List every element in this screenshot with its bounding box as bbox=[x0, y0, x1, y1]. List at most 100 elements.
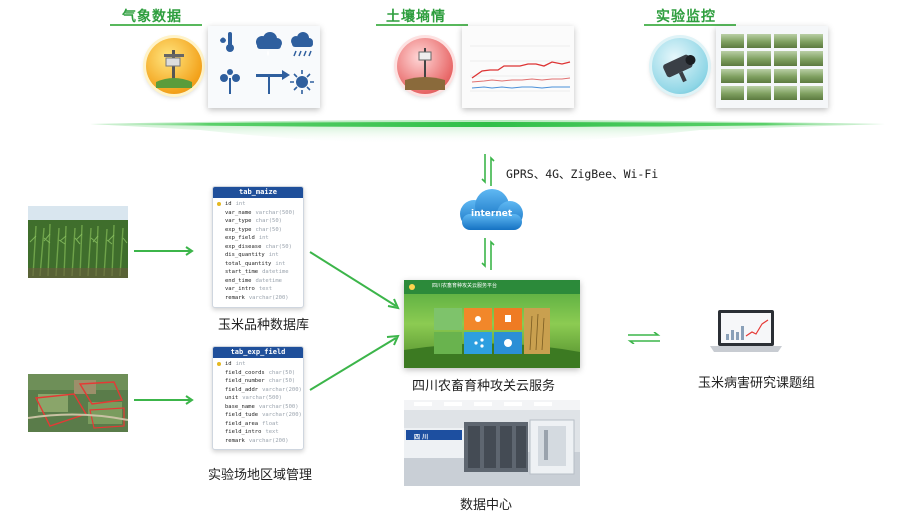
research-group-label: 玉米病害研究课题组 bbox=[698, 376, 816, 391]
field-to-db-arrow bbox=[134, 395, 194, 405]
network-protocols-label: GPRS、4G、ZigBee、Wi-Fi bbox=[506, 167, 659, 181]
cloud-service-label: 四川农畜育种攻关云服务 bbox=[412, 379, 556, 394]
camera-feed-thumb bbox=[799, 51, 823, 66]
camera-feed-thumb bbox=[721, 68, 745, 83]
field-name: field_area bbox=[225, 420, 259, 427]
field-name: end_time bbox=[225, 277, 252, 284]
field-name: field_intro bbox=[225, 429, 262, 435]
wind-direction-icon bbox=[256, 70, 290, 94]
field-type: int bbox=[275, 260, 286, 267]
field-type: varchar(500) bbox=[242, 395, 282, 401]
field-type: float bbox=[262, 420, 279, 427]
laptop-icon bbox=[710, 310, 782, 352]
experiment-field-aerial-photo bbox=[28, 374, 128, 432]
field-type: char(50) bbox=[255, 226, 283, 233]
field-name: exp_type bbox=[225, 226, 252, 233]
field-type: int bbox=[258, 235, 269, 241]
field-name: unit bbox=[225, 395, 239, 401]
field-name: field_tude bbox=[225, 412, 259, 418]
field-name: field_addr bbox=[225, 386, 259, 393]
field-type: int bbox=[235, 361, 246, 367]
field-name: field_coords bbox=[225, 369, 265, 376]
field-type: varchar(200) bbox=[262, 386, 302, 393]
bidirectional-arrow bbox=[627, 332, 661, 344]
wind-speed-icon bbox=[220, 69, 240, 94]
category-soil-underline bbox=[376, 24, 468, 26]
field-type: int bbox=[235, 201, 246, 207]
field-name: total_quantity bbox=[225, 260, 272, 267]
exp-field-table-title: tab_exp_field bbox=[213, 347, 303, 358]
camera-feed-thumb bbox=[773, 34, 797, 49]
temperature-icon bbox=[220, 32, 234, 52]
field-type: char(50) bbox=[268, 378, 296, 384]
maize-field-photo bbox=[28, 206, 128, 278]
camera-feed-thumb bbox=[773, 68, 797, 83]
data-center-label: 数据中心 bbox=[460, 498, 513, 513]
field-name: base_name bbox=[225, 403, 255, 410]
field-name: exp_field bbox=[225, 235, 255, 241]
weather-station-icon bbox=[146, 38, 202, 94]
rain-cloud-icon bbox=[256, 32, 282, 56]
camera-feed-thumb bbox=[799, 34, 823, 49]
soil-sensor-icon bbox=[397, 38, 453, 94]
field-type: varchar(500) bbox=[255, 209, 296, 216]
field-mgmt-label: 实验场地区域管理 bbox=[208, 468, 313, 483]
camera-feed-thumb bbox=[721, 51, 745, 66]
field-type: char(50) bbox=[265, 243, 292, 250]
cloud-screen-header: 四川农畜育种攻关云服务平台 bbox=[432, 283, 498, 289]
camera-feed-thumb bbox=[773, 51, 797, 66]
data-center-photo bbox=[404, 400, 580, 486]
category-weather-underline bbox=[110, 24, 202, 26]
data-collection-bar bbox=[90, 120, 885, 144]
field-name: var_type bbox=[225, 218, 252, 224]
camera-feed-thumb bbox=[747, 68, 771, 83]
cloud-service-screen bbox=[404, 280, 580, 368]
field-name: var_name bbox=[225, 209, 252, 216]
field-type: varchar(200) bbox=[248, 437, 289, 444]
camera-feed-thumb bbox=[799, 68, 823, 83]
category-monitor-underline bbox=[644, 24, 736, 26]
field-name: field_number bbox=[225, 378, 265, 384]
field-type: char(50) bbox=[268, 369, 296, 376]
field-name: id bbox=[225, 361, 232, 367]
camera-feed-thumb bbox=[799, 85, 823, 100]
internet-cloud-icon bbox=[460, 189, 523, 230]
field-name: dis_quantity bbox=[225, 252, 265, 258]
field-type: varchar(500) bbox=[258, 403, 299, 410]
maize-db-to-cloud-arrow bbox=[309, 251, 400, 310]
camera-feeds-panel bbox=[716, 26, 828, 108]
field-type: varchar(200) bbox=[262, 412, 302, 418]
internet-cloud-label: internet bbox=[471, 209, 513, 219]
field-name: id bbox=[225, 201, 232, 207]
dc-sign-text: 四 川 bbox=[414, 434, 429, 441]
heavy-rain-icon bbox=[291, 32, 313, 57]
field-db-to-cloud-arrow bbox=[309, 334, 400, 391]
field-type: varchar(200) bbox=[248, 294, 289, 301]
camera-icon bbox=[652, 38, 708, 94]
maize-to-db-arrow bbox=[134, 246, 194, 256]
maize-table-title: tab_maize bbox=[213, 187, 303, 198]
weather-icons-panel bbox=[208, 26, 320, 108]
sunlight-icon bbox=[290, 70, 314, 94]
